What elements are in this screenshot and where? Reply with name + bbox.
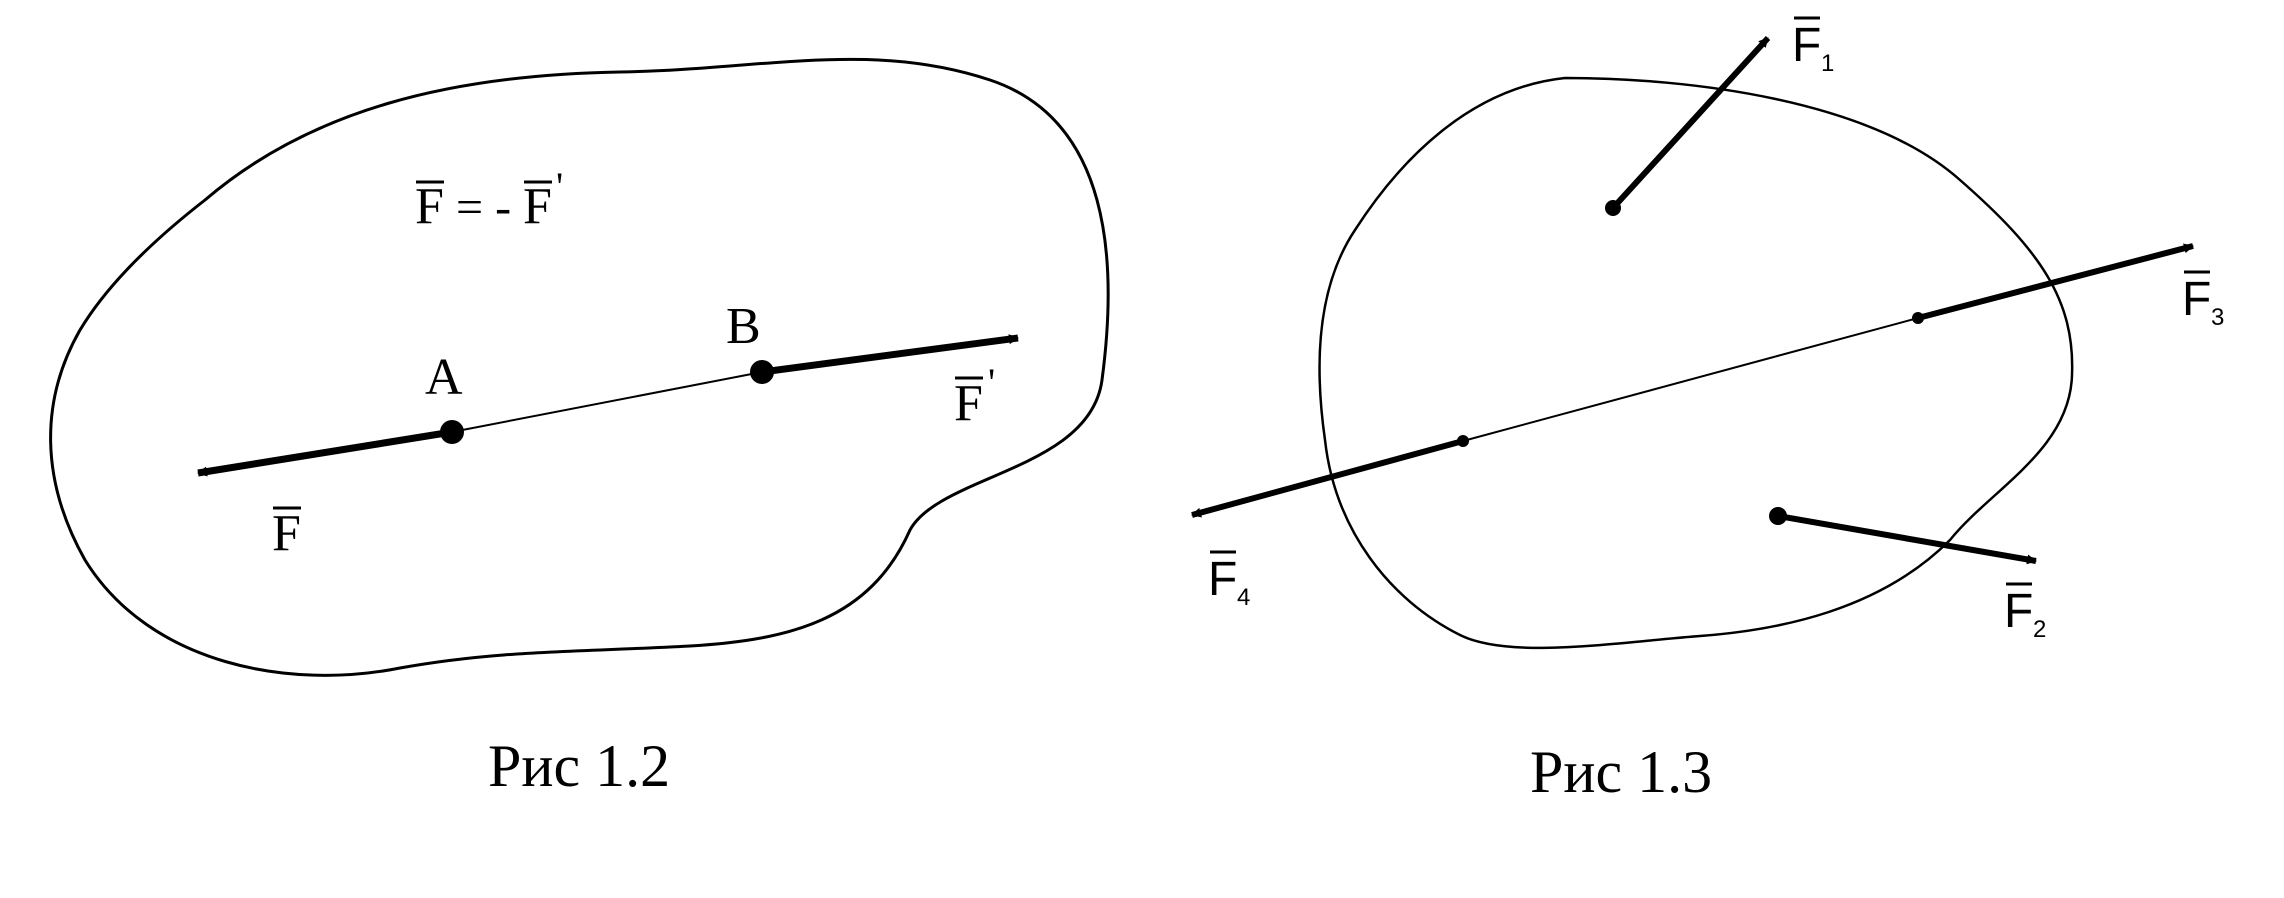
force-f3-arrow bbox=[1917, 243, 2194, 321]
point-a-dot bbox=[440, 420, 464, 444]
force-f1-symbol: F bbox=[1792, 19, 1821, 72]
force-f4-application-point bbox=[1457, 435, 1469, 447]
force-f2-arrow bbox=[1777, 513, 2037, 565]
force-f-prime-label: F bbox=[954, 375, 983, 432]
figure-1-2: F = - F ' A B F F ' Рис 1.2 bbox=[49, 57, 1110, 799]
point-b-label: B bbox=[726, 298, 761, 355]
force-f4-subscript: 4 bbox=[1237, 584, 1250, 611]
equilibrium-equation: F = - F ' bbox=[415, 164, 563, 235]
force-f-prime-mark: ' bbox=[988, 360, 995, 405]
equation-rhs-symbol: F bbox=[523, 178, 552, 235]
force-f4-symbol: F bbox=[1208, 553, 1237, 606]
rigid-body-outline-1-3 bbox=[1318, 76, 2074, 650]
force-f3-symbol: F bbox=[2182, 273, 2211, 326]
equation-rhs-prime: ' bbox=[556, 164, 563, 209]
equation-operator: = - bbox=[456, 181, 511, 234]
line-of-action-f3-f4 bbox=[1462, 317, 1919, 442]
force-f2-subscript: 2 bbox=[2033, 616, 2046, 643]
force-f4-arrow bbox=[1191, 438, 1464, 518]
force-f1-subscript: 1 bbox=[1821, 50, 1834, 77]
force-f3-application-point bbox=[1912, 312, 1924, 324]
point-b-dot bbox=[750, 360, 774, 384]
force-f2-symbol: F bbox=[2004, 585, 2033, 638]
force-f2-application-point bbox=[1769, 507, 1787, 525]
point-a-label: A bbox=[425, 349, 463, 406]
equation-lhs-symbol: F bbox=[415, 178, 444, 235]
force-f-label: F bbox=[272, 505, 301, 562]
figure-1-3: F 1 F 2 F 3 F 4 Рис 1.3 bbox=[1191, 16, 2224, 805]
line-of-action-ab bbox=[451, 371, 763, 433]
force-f-arrow bbox=[197, 428, 453, 477]
caption-fig-1-2: Рис 1.2 bbox=[488, 733, 670, 799]
caption-fig-1-3: Рис 1.3 bbox=[1530, 739, 1712, 805]
force-f1-application-point bbox=[1605, 200, 1621, 216]
force-f1-arrow bbox=[1610, 35, 1771, 211]
rigid-body-outline-1-2 bbox=[49, 57, 1110, 677]
force-f-prime-arrow bbox=[761, 334, 1019, 376]
force-f3-subscript: 3 bbox=[2211, 304, 2224, 331]
